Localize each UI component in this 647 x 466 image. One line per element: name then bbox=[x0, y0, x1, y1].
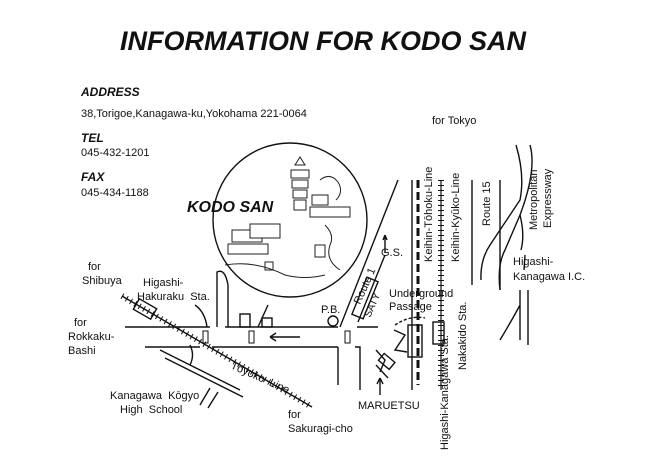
label-for-sakuragi-2: Sakuragi-cho bbox=[288, 423, 353, 435]
tel-label: TEL bbox=[81, 131, 104, 145]
address-label: ADDRESS bbox=[80, 85, 140, 99]
fax-label: FAX bbox=[81, 170, 105, 184]
temple-illustration bbox=[212, 142, 368, 298]
maruetsu-arrow-icon bbox=[376, 377, 384, 395]
label-higashi-kanagawa-station: Higashi-Kanagawa Sta. bbox=[439, 335, 451, 450]
higashi-hakuraku-station bbox=[132, 297, 158, 321]
label-for-tokyo: for Tokyo bbox=[432, 115, 476, 127]
label-nakakido-station: Nakakido Sta. bbox=[457, 302, 469, 370]
direction-arrow-icon bbox=[269, 332, 300, 342]
label-school-1: Kanagawa Kōgyo bbox=[110, 390, 199, 402]
address-value: 38,Torigoe,Kanagawa-ku,Yokohama 221-0064 bbox=[81, 108, 307, 120]
label-underground-2: Passage bbox=[389, 301, 432, 313]
label-gas-station: G.S. bbox=[381, 247, 403, 259]
label-higashi-hakuraku-1: Higashi- bbox=[143, 277, 184, 289]
police-box-icon bbox=[327, 315, 339, 327]
main-road bbox=[125, 179, 399, 390]
higashi-kanagawa-station bbox=[407, 324, 423, 358]
label-school-2: High School bbox=[120, 404, 182, 416]
temple-name: KODO SAN bbox=[187, 199, 274, 216]
label-maruetsu: MARUETSU bbox=[358, 400, 420, 412]
label-toyoko-line: Tōyoko Line bbox=[229, 360, 291, 397]
label-ic-1: Higashi- bbox=[513, 256, 554, 268]
label-for-sakuragi-1: for bbox=[288, 409, 301, 421]
label-for-rokkaku-1: for bbox=[74, 317, 87, 329]
label-higashi-hakuraku-2: Hakuraku Sta. bbox=[137, 291, 210, 303]
label-keihin-kyuko: Keihin-Kyūko-Line bbox=[450, 173, 462, 262]
label-for-shibuya-1: for bbox=[88, 261, 101, 273]
label-for-shibuya-2: Shibuya bbox=[82, 275, 123, 287]
label-expressway-2: Expressway bbox=[542, 168, 554, 228]
fax-value: 045-434-1188 bbox=[81, 187, 149, 199]
label-route15: Route 15 bbox=[481, 181, 493, 226]
nakakido-station bbox=[432, 321, 445, 345]
label-ic-2: Kanagawa I.C. bbox=[513, 271, 585, 283]
label-expressway-1: Metropolitan bbox=[528, 169, 540, 230]
label-police-box: P.B. bbox=[321, 304, 340, 316]
page-title: INFORMATION FOR KODO SAN bbox=[120, 26, 526, 56]
tel-value: 045-432-1201 bbox=[81, 147, 150, 159]
label-underground-1: Underground bbox=[389, 288, 453, 300]
label-for-rokkaku-2: Rokkaku- bbox=[68, 331, 115, 343]
label-for-rokkaku-3: Bashi bbox=[68, 345, 96, 357]
label-keihin-tohoku: Keihin-Tōhoku-Line bbox=[423, 167, 435, 262]
